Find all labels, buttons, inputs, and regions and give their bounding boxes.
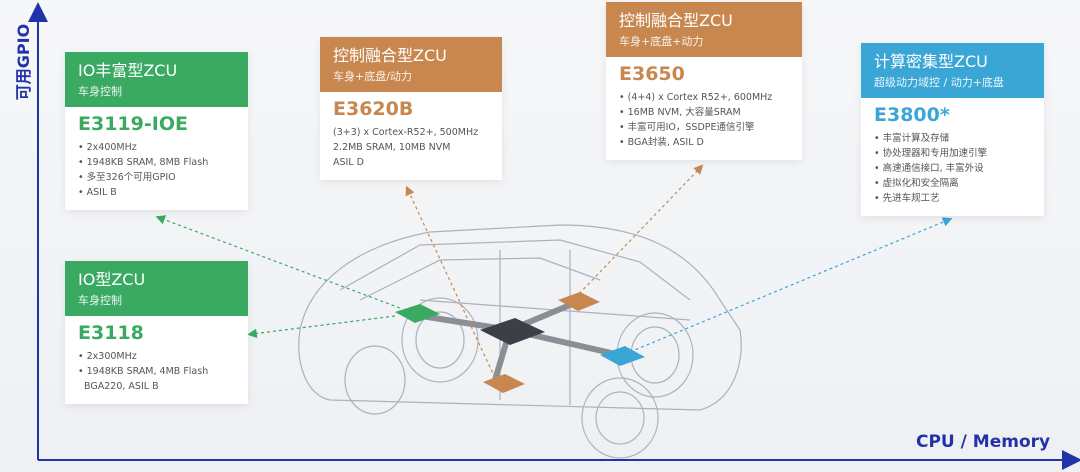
module-e3800 (600, 346, 645, 366)
spec-line: • 丰富可用IO，SSDPE通信引擎 (619, 122, 755, 133)
spec-line: • (4+4) x Cortex R52+, 600MHz (619, 92, 773, 103)
spec-line: • 1948KB SRAM, 4MB Flash (78, 366, 209, 377)
spec-line: • 丰富计算及存储 (874, 133, 950, 144)
card-e3119-ioe: IO丰富型ZCU 车身控制 E3119-IOE • 2x400MHz • 1948… (65, 52, 248, 210)
spec-line: • 1948KB SRAM, 8MB Flash (78, 157, 209, 168)
spec-line: • 先进车规工艺 (874, 193, 940, 204)
card-title: 计算密集型ZCU (874, 52, 988, 71)
spec-line: • 多至326个可用GPIO (78, 172, 176, 183)
module-e3650 (558, 292, 600, 311)
x-axis-label: CPU / Memory (916, 432, 1051, 452)
part-number: E3119-IOE (78, 113, 188, 135)
module-e3620b (483, 374, 525, 393)
spec-line: • 协处理器和专用加速引擎 (874, 148, 988, 159)
card-e3650: 控制融合型ZCU 车身+底盘+动力 E3650 • (4+4) x Cortex … (606, 2, 802, 160)
card-title: IO丰富型ZCU (78, 61, 178, 80)
spec-line: • 虚拟化和安全隔离 (874, 178, 959, 189)
spec-line: (3+3) x Cortex-R52+, 500MHz (333, 127, 479, 138)
spec-line: • 2x400MHz (78, 142, 137, 153)
card-subtitle: 车身控制 (78, 294, 122, 307)
car-wireframe (298, 224, 742, 459)
card-subtitle: 车身+底盘/动力 (333, 70, 412, 83)
wiring-harness (414, 302, 621, 381)
spec-line: • BGA封装, ASIL D (619, 137, 704, 148)
module-e3118 (395, 304, 440, 323)
card-subtitle: 超级动力域控 / 动力+底盘 (874, 76, 1004, 89)
card-e3620b: 控制融合型ZCU 车身+底盘/动力 E3620B (3+3) x Cortex-R… (320, 37, 502, 180)
spec-line: • 16MB NVM, 大容量SRAM (619, 107, 741, 118)
spec-line: BGA220, ASIL B (78, 381, 159, 392)
spec-line: 2.2MB SRAM, 10MB NVM (333, 142, 451, 153)
part-number: E3800* (874, 104, 950, 126)
card-title: 控制融合型ZCU (333, 46, 447, 65)
card-subtitle: 车身控制 (78, 85, 122, 98)
spec-line: ASIL D (333, 157, 364, 168)
spec-line: • 2x300MHz (78, 351, 137, 362)
part-number: E3620B (333, 98, 414, 120)
card-e3118: IO型ZCU 车身控制 E3118 • 2x300MHz • 1948KB SRA… (65, 261, 248, 404)
part-number: E3650 (619, 63, 685, 85)
card-title: 控制融合型ZCU (619, 11, 733, 30)
spec-line: • ASIL B (78, 187, 117, 198)
card-title: IO型ZCU (78, 270, 146, 289)
spec-line: • 高速通信接口, 丰富外设 (874, 163, 984, 174)
central-compute-module (480, 318, 545, 345)
card-subtitle: 车身+底盘+动力 (619, 35, 704, 48)
part-number: E3118 (78, 322, 144, 344)
y-axis-label: 可用GPIO (14, 23, 33, 101)
connector-lines (155, 164, 953, 379)
